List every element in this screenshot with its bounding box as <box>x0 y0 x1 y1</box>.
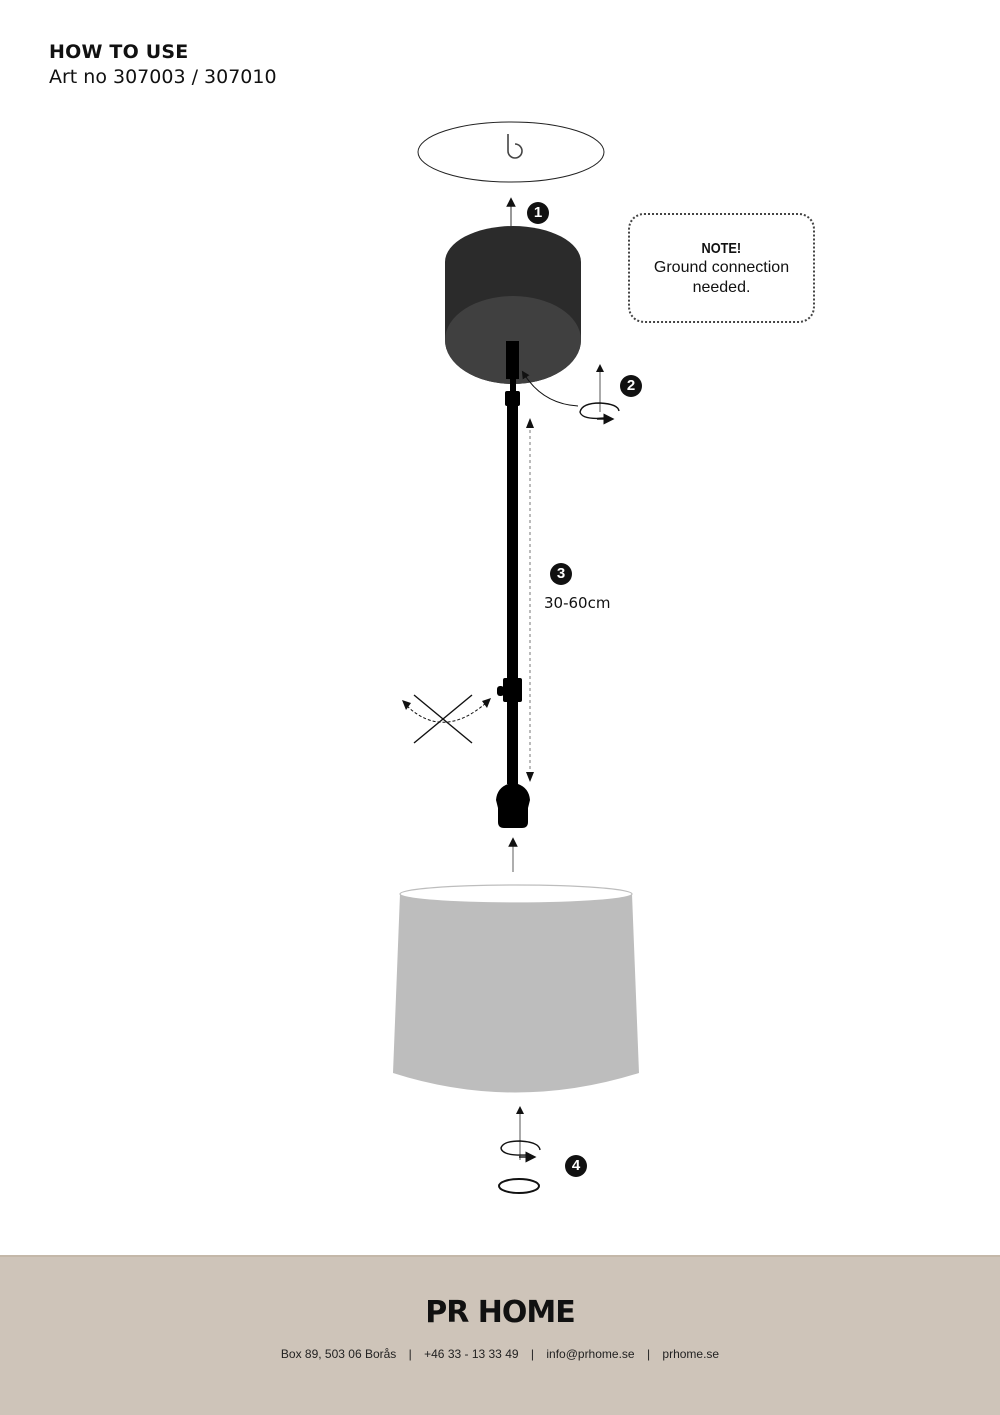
phone: +46 33 - 13 33 49 <box>424 1347 519 1361</box>
step-badge-2: 2 <box>620 375 642 397</box>
pendant-rod-icon <box>497 341 522 784</box>
note-text: Ground connection needed. <box>653 258 790 296</box>
logo-pr: PR <box>425 1295 469 1330</box>
step-badge-1: 1 <box>527 202 549 224</box>
separator: | <box>646 1347 651 1361</box>
note-title: NOTE! <box>701 239 742 257</box>
socket-icon <box>496 784 530 828</box>
hook-icon <box>507 134 523 159</box>
screw-ring-rotate-icon <box>500 1106 541 1163</box>
step-badge-4: 4 <box>565 1155 587 1177</box>
ground-connection-note: NOTE! Ground connection needed. <box>628 213 815 323</box>
screw-ring-icon <box>498 1178 540 1194</box>
canopy-icon <box>445 226 581 384</box>
logo-home: HOME <box>477 1295 576 1330</box>
no-bend-icon <box>402 694 491 744</box>
website-link[interactable]: prhome.se <box>662 1347 720 1361</box>
step-badge-3: 3 <box>550 563 572 585</box>
ceiling-icon <box>417 121 605 183</box>
assembly-diagram <box>393 121 639 1194</box>
page-title: HOW TO USE <box>49 41 189 63</box>
article-numbers: Art no 307003 / 307010 <box>49 66 277 88</box>
separator: | <box>408 1347 412 1361</box>
brand-logo: PR HOME <box>0 1295 1000 1330</box>
lamp-shade-icon <box>393 884 639 1093</box>
email-link[interactable]: info@prhome.se <box>546 1347 635 1361</box>
rotate-lock-icon <box>579 364 620 425</box>
length-measurement: 30-60cm <box>544 594 611 612</box>
separator: | <box>530 1347 535 1361</box>
curved-arrow-icon <box>521 370 579 407</box>
address: Box 89, 503 06 Borås <box>280 1347 397 1361</box>
contact-info: Box 89, 503 06 Borås | +46 33 - 13 33 49… <box>0 1347 1000 1361</box>
footer: PR HOME Box 89, 503 06 Borås | +46 33 - … <box>0 1255 1000 1415</box>
header: HOW TO USE Art no 307003 / 307010 <box>49 40 277 90</box>
